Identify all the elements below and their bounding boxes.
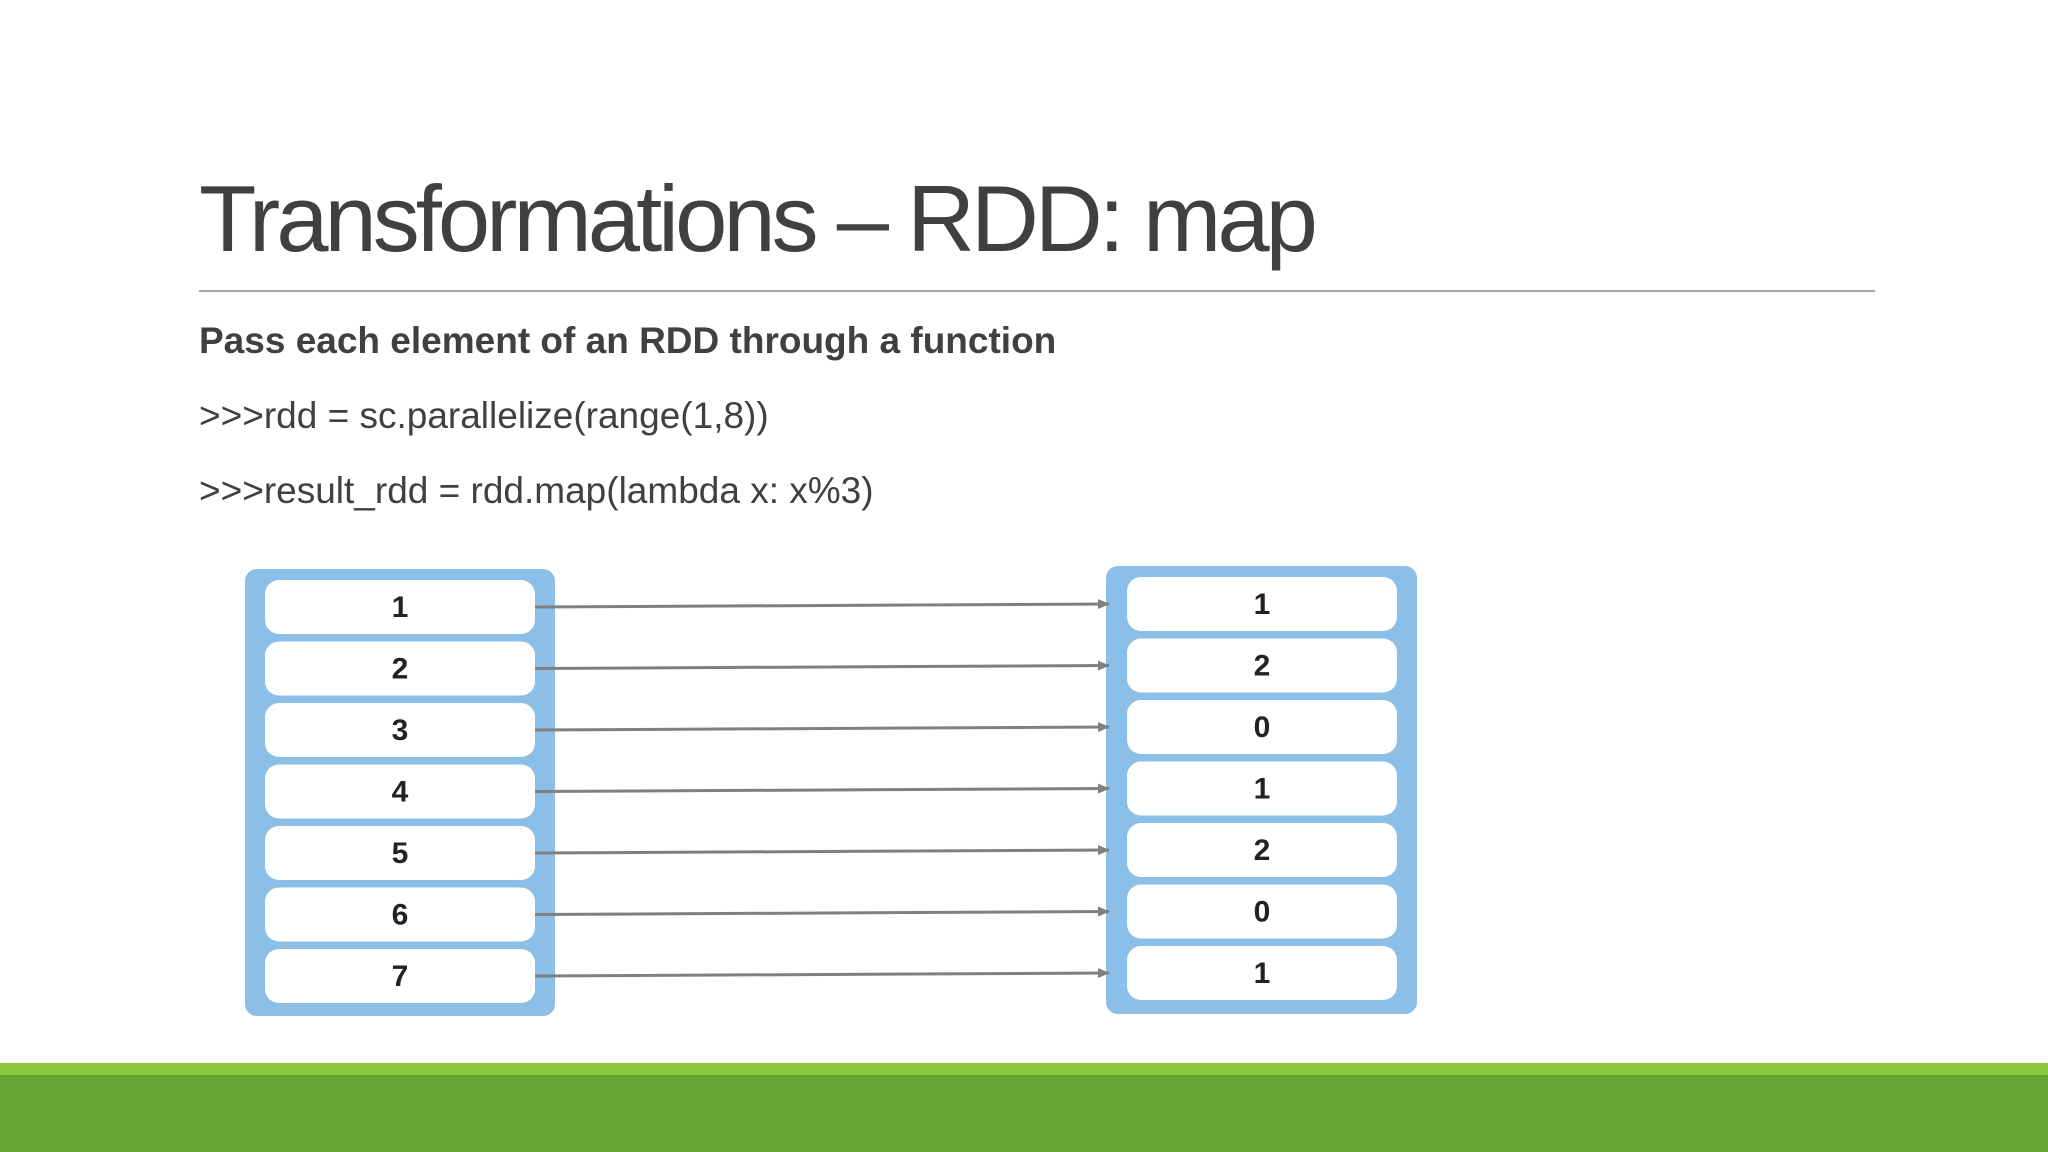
- map-arrow-5: [534, 845, 1110, 856]
- output-cell-1: 1: [1127, 577, 1397, 631]
- map-arrow-6: [534, 906, 1110, 917]
- input-cell-box: [265, 703, 535, 757]
- map-arrow-3: [534, 722, 1110, 733]
- output-cells: 1 2 0 1 2 0 1: [1127, 577, 1397, 1000]
- input-cell-2: 2: [265, 641, 535, 696]
- slide-subtitle: Pass each element of an RDD through a fu…: [199, 320, 1057, 361]
- output-cell-box: [1127, 761, 1397, 816]
- input-cells: 1 2 3 4 5 6 7: [265, 580, 535, 1003]
- input-cell-box: [265, 580, 535, 634]
- output-cell-2: 2: [1127, 638, 1397, 693]
- map-arrow-2: [534, 660, 1110, 671]
- output-cell-5: 2: [1127, 823, 1397, 877]
- input-cell-3: 3: [265, 703, 535, 757]
- footer-band-dark: [0, 1075, 2048, 1152]
- title-divider: [199, 290, 1875, 292]
- arrows-layer: [534, 599, 1110, 979]
- output-cell-value: 2: [1254, 650, 1271, 683]
- map-arrow-7: [534, 968, 1110, 979]
- output-cell-value: 1: [1254, 957, 1271, 990]
- input-cell-6: 6: [265, 887, 535, 942]
- output-cell-box: [1127, 946, 1397, 1000]
- input-cell-value: 5: [392, 837, 409, 870]
- output-cell-value: 1: [1254, 773, 1271, 806]
- output-cell-box: [1127, 823, 1397, 877]
- output-cell-7: 1: [1127, 946, 1397, 1000]
- input-cell-box: [265, 949, 535, 1003]
- output-cell-value: 0: [1254, 711, 1271, 744]
- code-line-2: >>>result_rdd = rdd.map(lambda x: x%3): [199, 470, 874, 511]
- output-cell-box: [1127, 884, 1397, 939]
- input-cell-box: [265, 641, 535, 696]
- input-cell-value: 1: [392, 591, 409, 624]
- input-cell-value: 6: [392, 899, 409, 932]
- input-cell-value: 3: [392, 714, 409, 747]
- input-cell-value: 2: [392, 653, 409, 686]
- map-arrow-1: [534, 599, 1110, 610]
- output-cell-box: [1127, 700, 1397, 754]
- map-arrow-4: [534, 783, 1110, 794]
- slide-title: Transformations – RDD: map: [199, 166, 1318, 271]
- input-cell-1: 1: [265, 580, 535, 634]
- input-cell-5: 5: [265, 826, 535, 880]
- output-cell-box: [1127, 577, 1397, 631]
- output-cell-value: 1: [1254, 588, 1271, 621]
- input-cell-box: [265, 887, 535, 942]
- input-cell-value: 4: [392, 776, 409, 809]
- output-cell-6: 0: [1127, 884, 1397, 939]
- output-cell-value: 2: [1254, 834, 1271, 867]
- input-cell-box: [265, 826, 535, 880]
- input-cell-value: 7: [392, 960, 409, 993]
- input-cell-box: [265, 764, 535, 819]
- output-cell-3: 0: [1127, 700, 1397, 754]
- code-line-1: >>>rdd = sc.parallelize(range(1,8)): [199, 395, 769, 436]
- input-cell-4: 4: [265, 764, 535, 819]
- footer-band-light: [0, 1063, 2048, 1075]
- input-cell-7: 7: [265, 949, 535, 1003]
- output-cell-4: 1: [1127, 761, 1397, 816]
- output-cell-box: [1127, 638, 1397, 693]
- output-cell-value: 0: [1254, 896, 1271, 929]
